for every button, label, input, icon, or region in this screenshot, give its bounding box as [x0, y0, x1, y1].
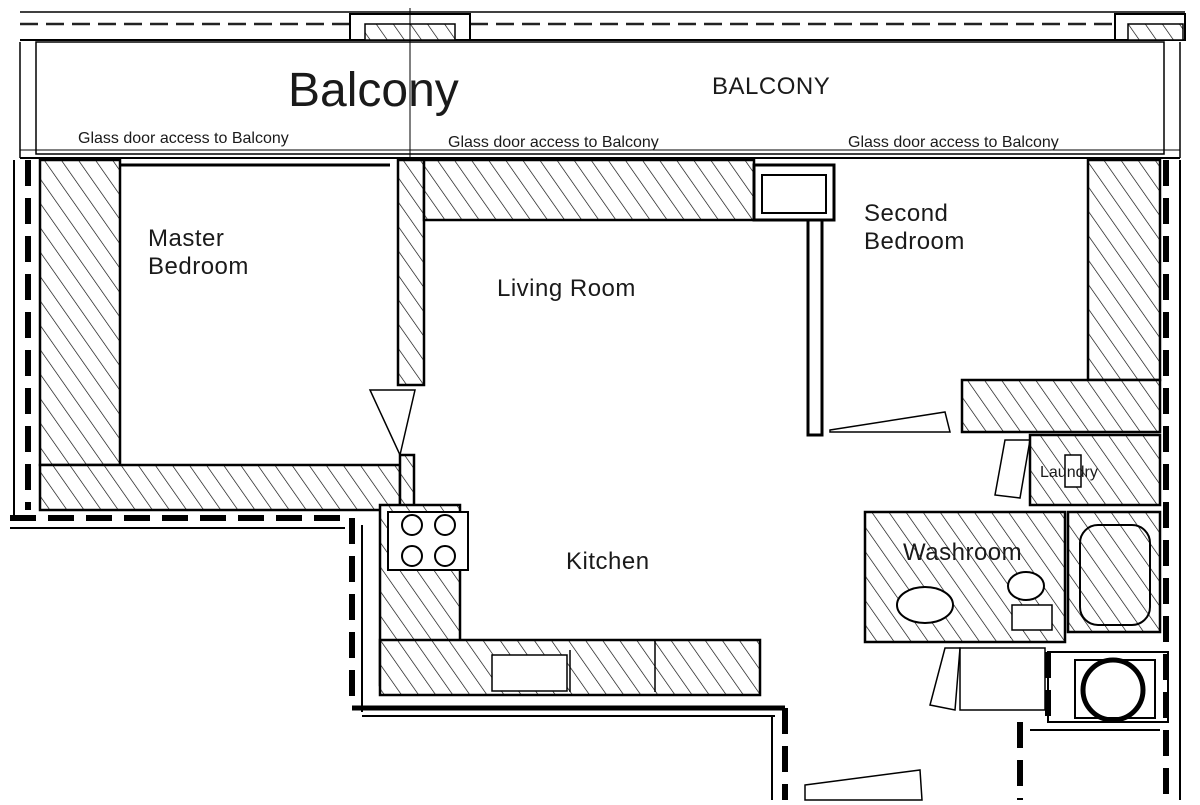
- living-top-wall: [422, 158, 836, 222]
- laundry-label: Laundry: [1040, 464, 1098, 481]
- second-bedroom-label-line1: Second: [864, 200, 948, 227]
- living-room-label: Living Room: [497, 275, 636, 302]
- south-wall: [10, 515, 1160, 801]
- southeast-closet: [929, 647, 1169, 723]
- east-wall: [960, 158, 1181, 800]
- master-bedroom-walls: [119, 163, 390, 465]
- balcony-subtitle: BALCONY: [712, 73, 830, 100]
- glass-door-label-2: Glass door access to Balcony: [448, 134, 659, 151]
- laundry-room: [994, 433, 1162, 507]
- balcony-title: Balcony: [288, 64, 459, 117]
- master-bedroom-label-line1: Master: [148, 225, 224, 252]
- glass-door-label-3: Glass door access to Balcony: [848, 134, 1059, 151]
- washroom: [863, 510, 1162, 644]
- partition-wall: [368, 158, 426, 512]
- kitchen-label: Kitchen: [566, 548, 650, 575]
- second-bedroom-label-line2: Bedroom: [864, 228, 965, 255]
- washroom-label: Washroom: [903, 539, 1022, 566]
- glass-door-label-1: Glass door access to Balcony: [78, 130, 289, 147]
- second-bedroom-partition: [806, 218, 951, 437]
- master-bedroom-label-line2: Bedroom: [148, 253, 249, 280]
- top-rail: [20, 8, 1186, 160]
- west-wall: [13, 158, 402, 520]
- kitchen-counters: [378, 503, 762, 697]
- balcony-area: [19, 41, 1181, 159]
